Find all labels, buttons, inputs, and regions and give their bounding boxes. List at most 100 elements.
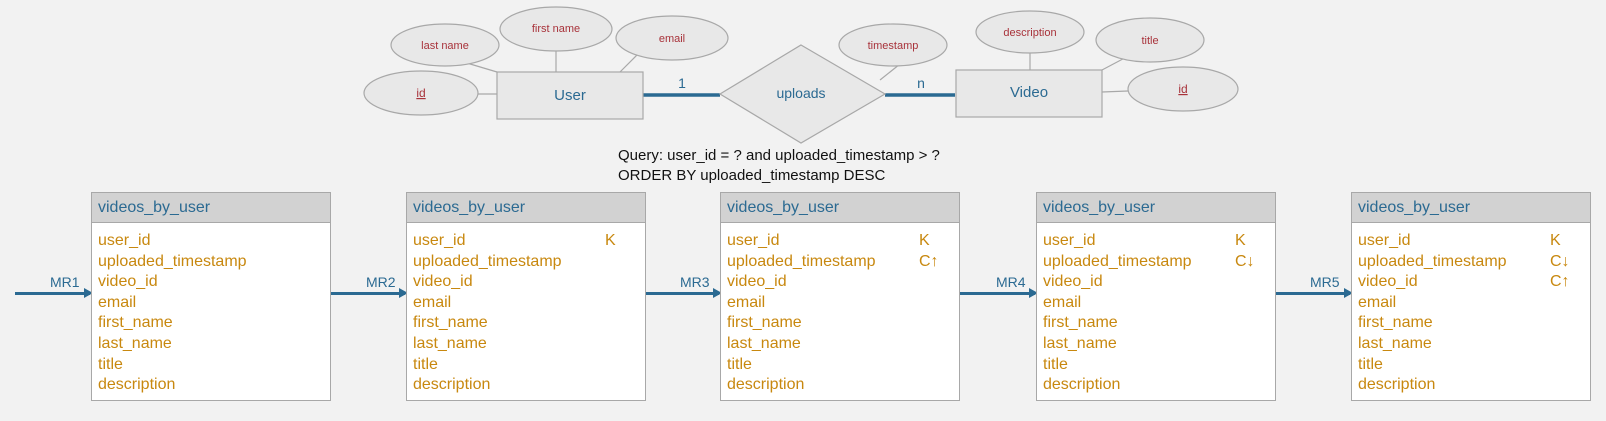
field-name: title xyxy=(413,355,438,373)
field-name: last_name xyxy=(413,334,487,352)
key-marker: K xyxy=(919,232,930,249)
table-title: videos_by_user xyxy=(1352,193,1590,223)
user-entity xyxy=(496,71,644,120)
mr3-arrowhead-icon xyxy=(713,288,722,298)
field-name: first_name xyxy=(1043,314,1118,332)
mr4-label: MR4 xyxy=(996,274,1026,290)
mr2-arrowhead-icon xyxy=(399,288,408,298)
table-5: videos_by_user user_id K uploaded_timesta… xyxy=(1351,192,1591,401)
attr-video-id-label: id xyxy=(1178,82,1187,96)
table-row: first_name xyxy=(1037,313,1275,334)
field-name: email xyxy=(1043,293,1082,311)
table-row: title xyxy=(1352,355,1590,376)
mr5-arrowhead-icon xyxy=(1344,288,1353,298)
key-marker: K xyxy=(605,232,616,249)
table-2: videos_by_user user_id K uploaded_timesta… xyxy=(406,192,646,401)
field-name: first_name xyxy=(413,314,488,332)
field-name: user_id xyxy=(1358,232,1411,249)
field-name: title xyxy=(1043,355,1068,373)
attr-last-name-label: last name xyxy=(421,40,469,52)
field-name: first_name xyxy=(727,314,802,332)
field-name: email xyxy=(413,293,452,311)
table-row: last_name xyxy=(1352,334,1590,355)
mr4-arrowhead-icon xyxy=(1029,288,1038,298)
mr5-connector xyxy=(1275,292,1350,295)
table-row: first_name xyxy=(721,313,959,334)
field-name: title xyxy=(727,355,752,373)
table-row: email xyxy=(721,293,959,314)
field-name: title xyxy=(98,355,123,373)
field-name: description xyxy=(98,376,176,394)
table-row: description xyxy=(1352,375,1590,396)
field-name: uploaded_timestamp xyxy=(1358,252,1507,270)
user-entity-label: User xyxy=(554,87,586,104)
video-cardinality: n xyxy=(917,75,925,91)
mr5-label: MR5 xyxy=(1310,274,1340,290)
key-marker: K xyxy=(1550,232,1561,249)
field-name: video_id xyxy=(413,273,473,291)
attr-user-id-label: id xyxy=(416,86,425,100)
mr2-label: MR2 xyxy=(366,274,396,290)
table-row: uploaded_timestamp xyxy=(407,252,645,273)
key-marker: K xyxy=(1235,232,1246,249)
mr1-label: MR1 xyxy=(50,274,80,290)
field-name: last_name xyxy=(727,334,801,352)
table-row: first_name xyxy=(1352,313,1590,334)
mr3-connector xyxy=(645,292,719,295)
table-row: user_id K xyxy=(407,231,645,252)
attr-title-label: title xyxy=(1141,35,1158,47)
field-name: uploaded_timestamp xyxy=(1043,252,1192,270)
field-name: uploaded_timestamp xyxy=(98,252,247,270)
table-row: email xyxy=(1037,293,1275,314)
mr3-label: MR3 xyxy=(680,274,710,290)
table-row: user_id xyxy=(92,231,330,252)
query-line-2: ORDER BY uploaded_timestamp DESC xyxy=(618,167,886,184)
table-row: description xyxy=(92,375,330,396)
key-marker: C↓ xyxy=(1235,252,1255,270)
table-row: title xyxy=(721,355,959,376)
field-name: video_id xyxy=(1358,273,1418,291)
attr-timestamp-label: timestamp xyxy=(868,40,919,52)
table-row: user_id K xyxy=(1352,231,1590,252)
table-row: video_id xyxy=(92,272,330,293)
table-row: title xyxy=(92,355,330,376)
table-title: videos_by_user xyxy=(721,193,959,223)
table-row: last_name xyxy=(407,334,645,355)
field-name: description xyxy=(727,376,805,394)
table-row: description xyxy=(1037,375,1275,396)
table-row: last_name xyxy=(721,334,959,355)
field-name: email xyxy=(727,293,766,311)
table-row: first_name xyxy=(407,313,645,334)
table-title: videos_by_user xyxy=(1037,193,1275,223)
table-title: videos_by_user xyxy=(407,193,645,223)
field-name: video_id xyxy=(727,273,787,291)
table-title: videos_by_user xyxy=(92,193,330,223)
er-diagram: last name first name email id descriptio… xyxy=(363,6,1239,144)
field-name: last_name xyxy=(1043,334,1117,352)
table-row: video_id xyxy=(721,272,959,293)
field-name: first_name xyxy=(98,314,173,332)
mr1-arrowhead-icon xyxy=(84,288,93,298)
table-1: videos_by_user user_id uploaded_timestam… xyxy=(91,192,331,401)
field-name: description xyxy=(1043,376,1121,394)
key-marker: C↓ xyxy=(1550,252,1570,270)
attr-first-name xyxy=(499,6,613,52)
query-line-1: Query: user_id = ? and uploaded_timestam… xyxy=(618,147,940,164)
field-name: uploaded_timestamp xyxy=(727,252,876,270)
query-text: Query: user_id = ? and uploaded_timestam… xyxy=(618,146,940,186)
field-name: last_name xyxy=(98,334,172,352)
uploads-relationship xyxy=(718,44,887,144)
table-row: video_id xyxy=(407,272,645,293)
table-row: video_id xyxy=(1037,272,1275,293)
mr4-connector xyxy=(960,292,1035,295)
attr-description-label: description xyxy=(1003,27,1056,39)
field-name: title xyxy=(1358,355,1383,373)
field-name: description xyxy=(413,376,491,394)
mr1-connector xyxy=(15,292,90,295)
uploads-label: uploads xyxy=(776,85,825,101)
attr-timestamp xyxy=(838,23,948,67)
field-name: user_id xyxy=(413,232,466,249)
user-cardinality: 1 xyxy=(678,75,686,91)
